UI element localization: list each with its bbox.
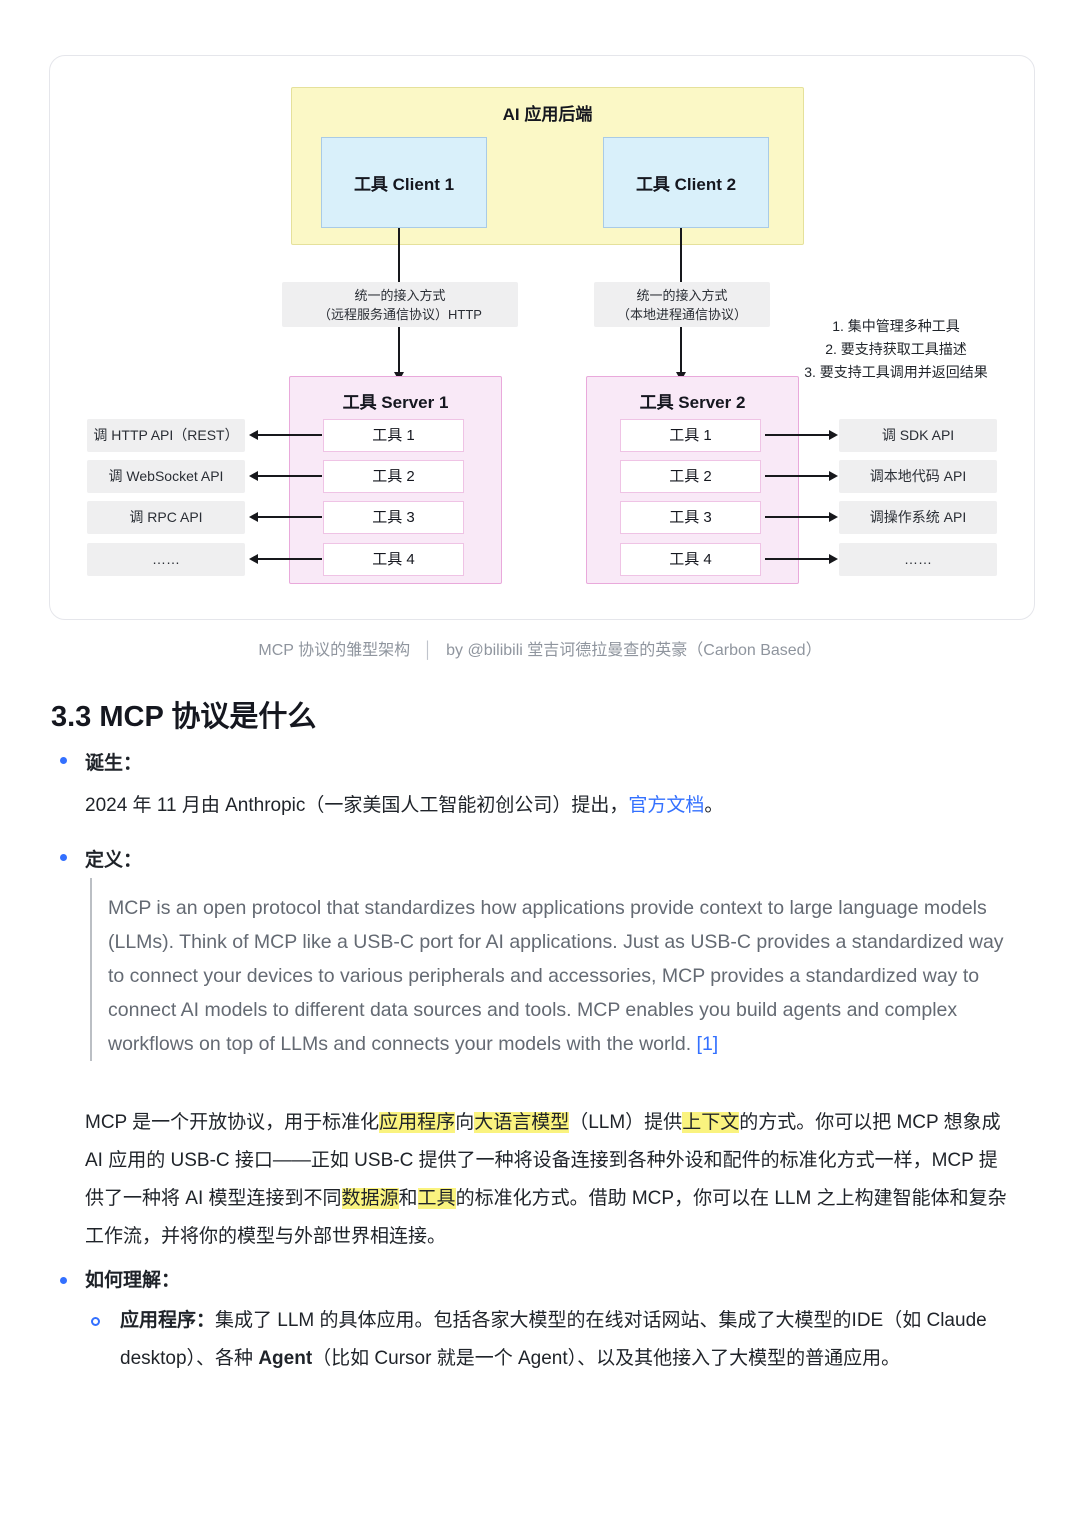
highlighted-text: 工具	[417, 1188, 456, 1209]
api-box: 调 WebSocket API	[87, 460, 245, 493]
text-segment: 的标准化方式。借助 MCP，你可以在 LLM 之上构建智能体和复杂工作流，并将你…	[85, 1188, 1007, 1247]
server-1-title: 工具 Server 1	[342, 393, 449, 412]
api-box: 调 HTTP API（REST）	[87, 419, 245, 452]
api-box: ……	[87, 543, 245, 576]
client-1-label: 工具 Client 1	[353, 175, 455, 194]
highlighted-text: 应用程序	[379, 1112, 456, 1133]
note-line: 1. 集中管理多种工具	[832, 318, 960, 334]
tool-box: 工具 1	[620, 419, 761, 452]
highlighted-text: 数据源	[341, 1188, 399, 1209]
right-arrow	[765, 471, 838, 481]
bullet-dot-icon	[60, 1277, 67, 1284]
left-arrow	[249, 512, 322, 522]
tool-box: 工具 4	[323, 543, 464, 576]
connector-line	[680, 228, 682, 282]
bold-text: 应用程序：	[120, 1310, 216, 1331]
connector-label-1: 统一的接入方式 （远程服务通信协议）HTTP	[282, 282, 518, 327]
birth-text-end: 。	[704, 795, 724, 816]
bold-text: Agent	[258, 1348, 313, 1369]
api-box: 调 SDK API	[839, 419, 997, 452]
down-arrow	[676, 327, 686, 381]
server-requirement-notes: 1. 集中管理多种工具 2. 要支持获取工具描述 3. 要支持工具调用并返回结果	[771, 315, 1021, 384]
caption-title: MCP 协议的雏型架构	[258, 642, 411, 659]
tool-box: 工具 2	[620, 460, 761, 493]
text-segment: 集成了 LLM 的具体应用。包括各家大模型的在线对话网站、集成了大模型的IDE（…	[120, 1310, 987, 1369]
quote-body: MCP is an open protocol that standardize…	[108, 897, 1004, 1055]
text-segment: 的方式。你可以把 MCP 想象成 AI 应用的 USB-C 接口——正如 USB…	[85, 1112, 1001, 1209]
server-2-title: 工具 Server 2	[639, 393, 746, 412]
definition-label: 定义：	[85, 850, 143, 871]
left-arrow	[249, 471, 322, 481]
client-box-2: 工具 Client 2	[603, 137, 769, 228]
application-list-item: 应用程序：集成了 LLM 的具体应用。包括各家大模型的在线对话网站、集成了大模型…	[120, 1302, 1012, 1378]
client-2-label: 工具 Client 2	[635, 175, 737, 194]
right-arrow	[765, 512, 838, 522]
left-arrow	[249, 554, 322, 564]
birth-paragraph: 2024 年 11 月由 Anthropic（一家美国人工智能初创公司）提出，官…	[85, 791, 1015, 821]
right-arrow	[765, 430, 838, 440]
client-box-1: 工具 Client 1	[321, 137, 487, 228]
highlighted-text: 上下文	[682, 1112, 740, 1133]
note-line: 3. 要支持工具调用并返回结果	[804, 364, 988, 380]
api-box: ……	[839, 543, 997, 576]
tool-box: 工具 3	[620, 501, 761, 534]
connector-label-1-line2: （远程服务通信协议）HTTP	[318, 307, 482, 322]
text-segment: （比如 Cursor 就是一个 Agent）、以及其他接入了大模型的普通应用。	[312, 1348, 901, 1369]
caption-credit: by @bilibili 堂吉诃德拉曼查的英豪（Carbon Based）	[446, 642, 822, 659]
caption-separator: │	[423, 642, 434, 659]
connector-label-2-line1: 统一的接入方式	[636, 288, 728, 303]
definition-blockquote: MCP is an open protocol that standardize…	[90, 878, 1020, 1061]
section-heading: 3.3 MCP 协议是什么	[51, 701, 317, 733]
api-box: 调操作系统 API	[839, 501, 997, 534]
understand-label: 如何理解：	[85, 1270, 181, 1291]
quote-reference-link[interactable]: [1]	[696, 1033, 719, 1055]
bullet-dot-icon	[60, 757, 67, 764]
tool-box: 工具 2	[323, 460, 464, 493]
connector-line	[398, 228, 400, 282]
text-segment: 和	[398, 1188, 418, 1209]
right-arrow	[765, 554, 838, 564]
connector-label-2: 统一的接入方式 （本地进程通信协议）	[594, 282, 770, 327]
api-box: 调 RPC API	[87, 501, 245, 534]
tool-box: 工具 1	[323, 419, 464, 452]
bullet-dot-icon	[60, 854, 67, 861]
birth-label: 诞生：	[85, 753, 143, 774]
text-segment: （LLM）提供	[569, 1112, 683, 1133]
text-segment: 向	[455, 1112, 475, 1133]
diagram-card: AI 应用后端 工具 Client 1 工具 Client 2 统一的接入方式 …	[49, 55, 1035, 620]
official-doc-link[interactable]: 官方文档	[628, 795, 705, 816]
note-line: 2. 要支持获取工具描述	[825, 341, 967, 357]
api-box: 调本地代码 API	[839, 460, 997, 493]
connector-label-1-line1: 统一的接入方式	[354, 288, 446, 303]
tool-box: 工具 3	[323, 501, 464, 534]
sub-bullet-circle-icon	[91, 1317, 100, 1326]
text-segment: MCP 是一个开放协议，用于标准化	[85, 1112, 380, 1133]
highlighted-text: 大语言模型	[474, 1112, 570, 1133]
down-arrow	[394, 327, 404, 381]
summary-paragraph: MCP 是一个开放协议，用于标准化应用程序向大语言模型（LLM）提供上下文的方式…	[85, 1104, 1013, 1256]
diagram-caption: MCP 协议的雏型架构 │ by @bilibili 堂吉诃德拉曼查的英豪（Carb…	[0, 636, 1080, 660]
birth-text: 2024 年 11 月由 Anthropic（一家美国人工智能初创公司）提出，	[85, 795, 629, 816]
backend-title: AI 应用后端	[502, 105, 593, 124]
tool-box: 工具 4	[620, 543, 761, 576]
quote-text: MCP is an open protocol that standardize…	[108, 891, 1020, 1061]
connector-label-2-line2: （本地进程通信协议）	[616, 307, 747, 322]
left-arrow	[249, 430, 322, 440]
